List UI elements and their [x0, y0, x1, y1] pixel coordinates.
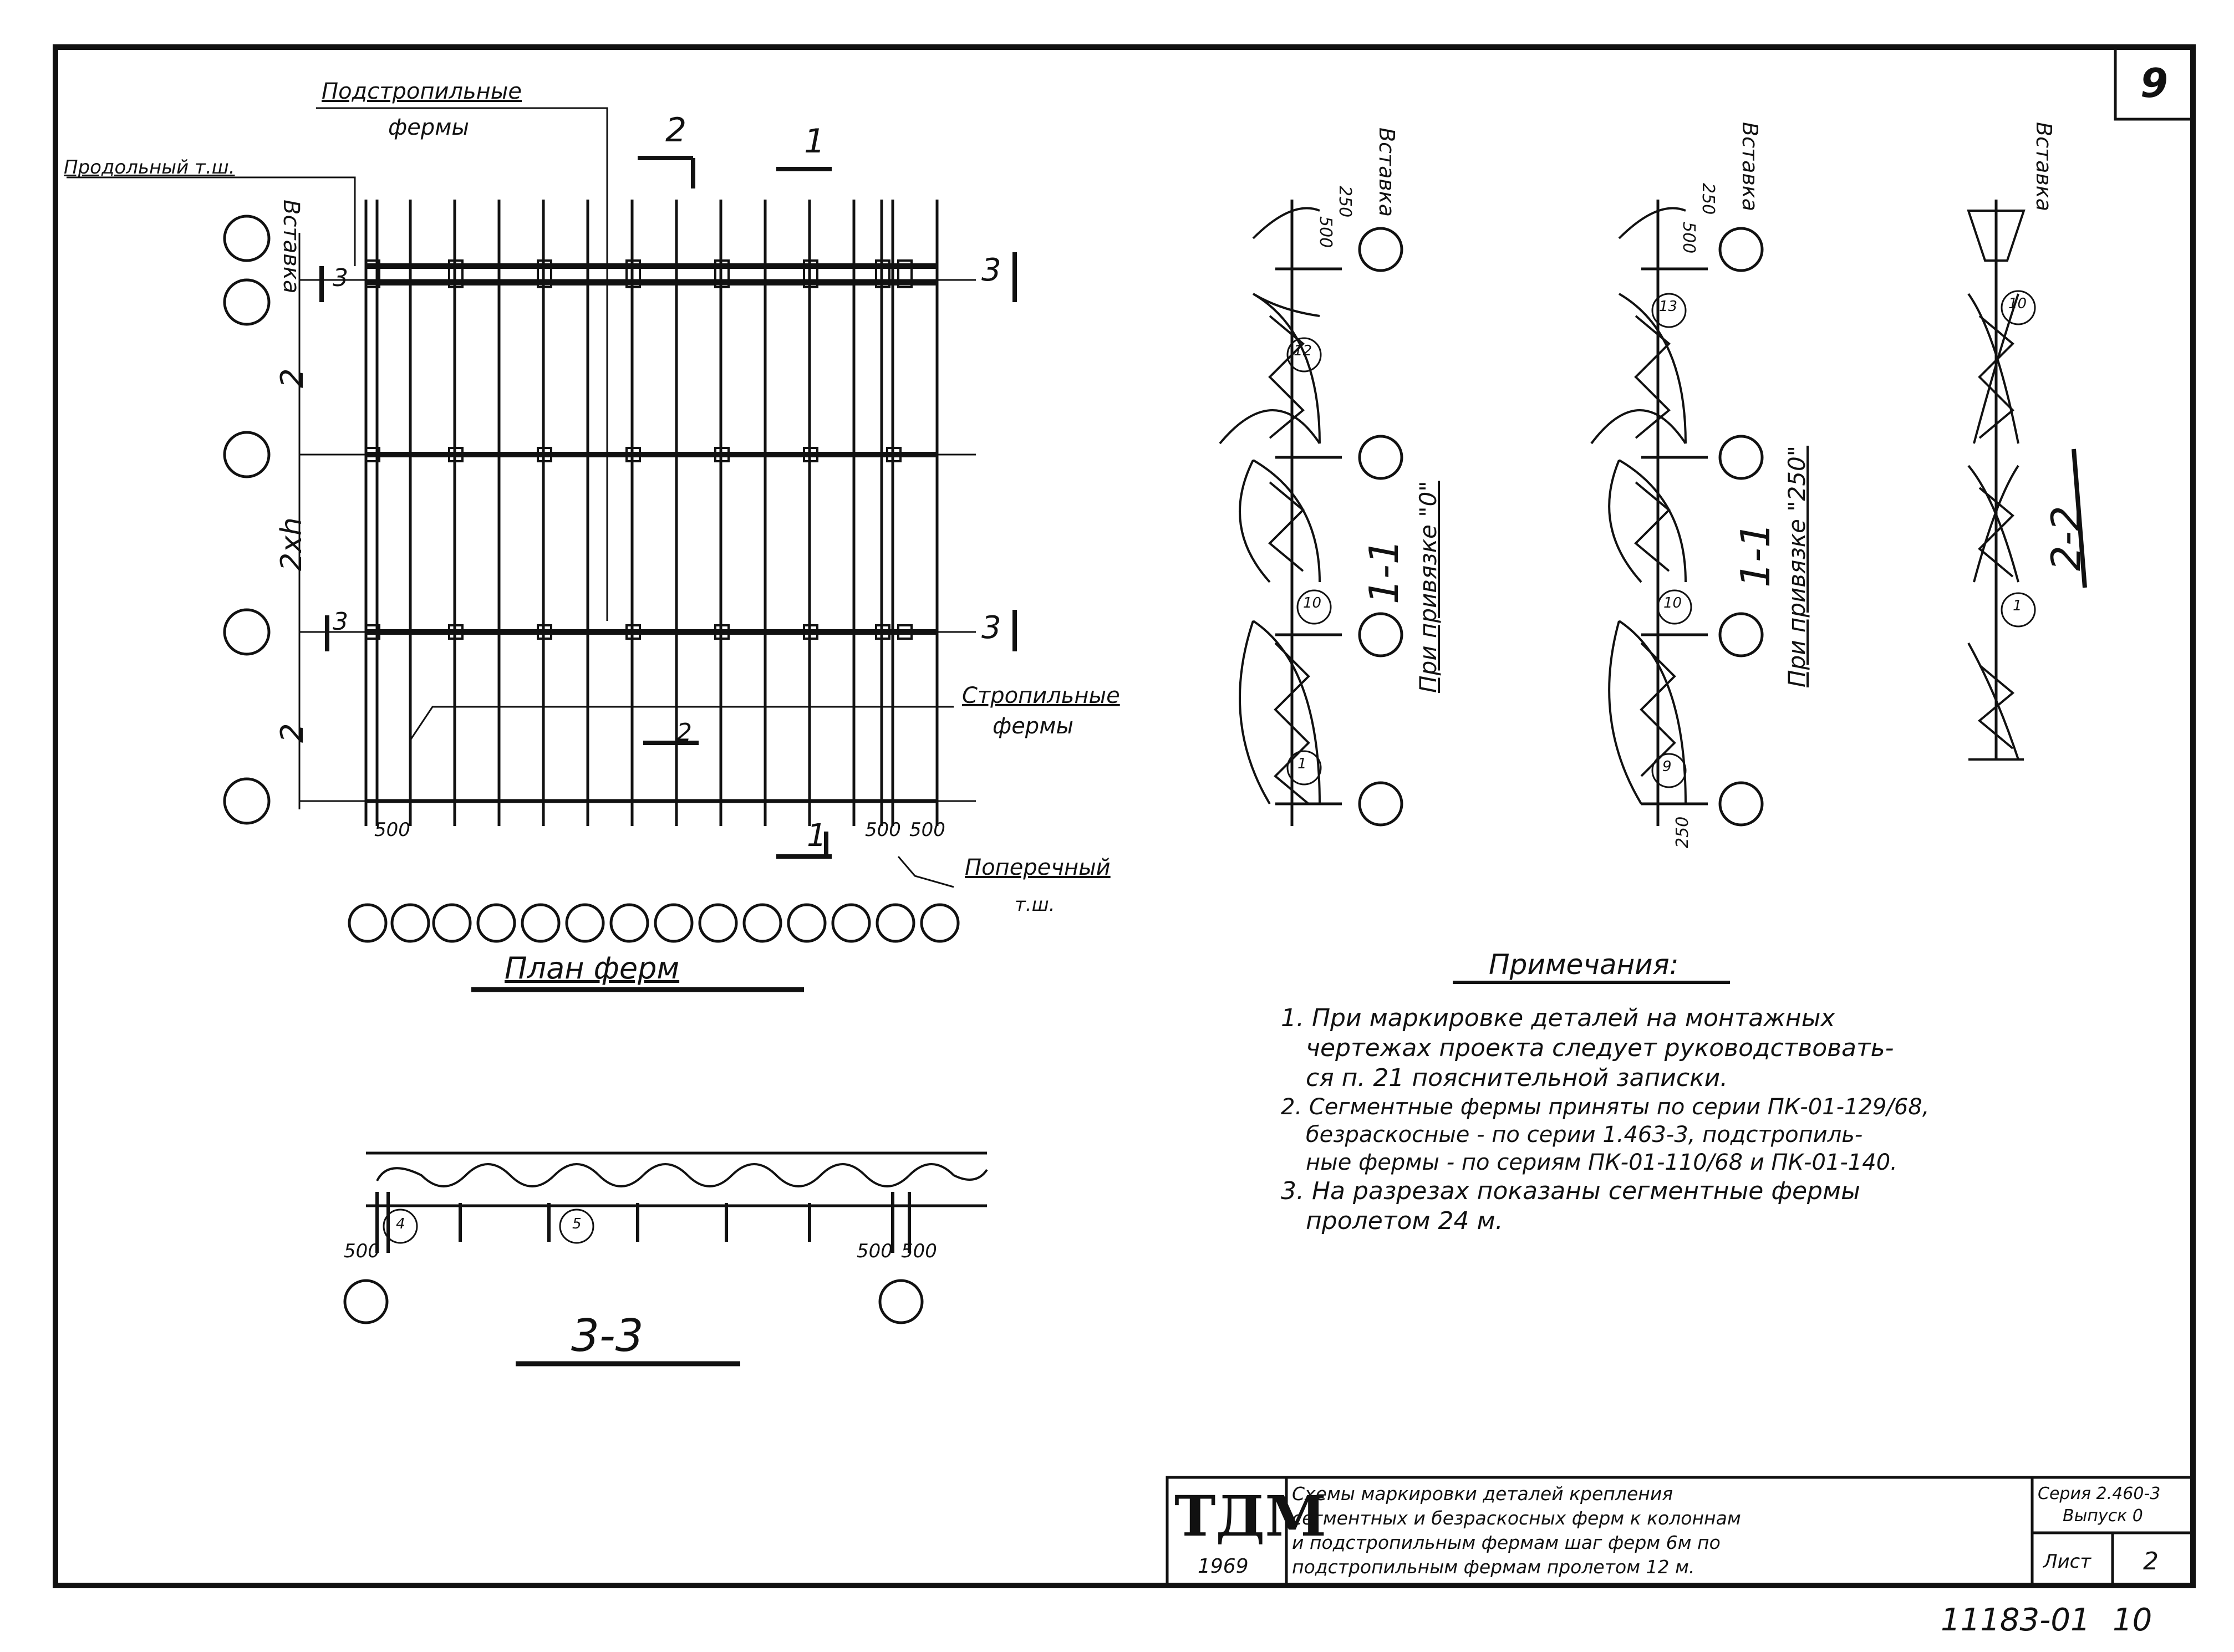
- title-block-sheet-label: Лист: [2043, 1551, 2091, 1573]
- title-block-frame: [1166, 1476, 2195, 1587]
- sec11b-mark-bot: 9: [1662, 758, 1672, 775]
- roof-truss-lines: [364, 200, 939, 826]
- sec11a-dim-500: 500: [1316, 216, 1335, 248]
- joint-markers: [365, 259, 913, 640]
- sec11b-subtitle: При привязке "250": [1783, 445, 1810, 687]
- sec33-dim-500-right-b: 500: [901, 1240, 937, 1262]
- dim-500-right-b: 500: [909, 819, 945, 841]
- label-prodolny: Продольный т.ш.: [64, 156, 235, 179]
- sec11b-dim-250: 250: [1698, 183, 1718, 215]
- notes-list: 1. При маркировке деталей на монтажных ч…: [1281, 1006, 1929, 1233]
- section-1-1-250: [1590, 200, 1764, 827]
- sec11b-dim-bot-250: 250: [1673, 816, 1692, 848]
- sec22-mark-mid: 1: [2013, 598, 2022, 614]
- label-span-top: 2: [274, 368, 311, 388]
- section-1-1-zero: [1219, 200, 1403, 827]
- notes-title: Примечания:: [1489, 949, 1679, 981]
- sheet-number-box: [2114, 45, 2195, 121]
- label-span-bot: 2: [274, 723, 311, 743]
- note-line-8: пролетом 24 м.: [1306, 1207, 1503, 1235]
- label-poperechny: Поперечный: [965, 855, 1111, 880]
- label-stropilnye-2: фермы: [993, 713, 1073, 739]
- desc-line-1: Схемы маркировки деталей крепления: [1292, 1483, 1673, 1505]
- label-poperechny-2: т.ш.: [1015, 894, 1055, 916]
- sec11a-title: 1-1: [1361, 539, 1407, 604]
- title-block-series: Серия 2.460-3: [2038, 1484, 2161, 1503]
- sec11a-dim-250: 250: [1335, 186, 1355, 218]
- sec22-title: 2-2: [2043, 506, 2089, 571]
- label-podstropilnye: Подстропильные: [322, 79, 522, 104]
- section-3-3: [343, 1151, 988, 1367]
- plan-columns-bottom: [348, 903, 960, 943]
- title-block-year: 1969: [1198, 1555, 1249, 1578]
- dim-500-left: 500: [374, 819, 410, 841]
- note-line-3: ся п. 21 пояснительной записки.: [1306, 1064, 1728, 1092]
- sec11b-mark-mid: 10: [1663, 595, 1682, 611]
- label-vstavka-plan: Вставка: [278, 200, 304, 294]
- sec11a-mark-mid: 10: [1303, 595, 1322, 611]
- bottom-page: 10: [2113, 1602, 2152, 1638]
- cut-3-label-top-left: 3: [333, 264, 348, 292]
- sec11a-mark-bot: 1: [1297, 756, 1307, 772]
- sheet-frame: [53, 44, 2196, 1588]
- label-podstropilnye-2: фермы: [388, 115, 469, 140]
- title-block-logo: ТДМ: [1174, 1483, 1327, 1549]
- sec33-dim-500-left: 500: [344, 1240, 380, 1262]
- desc-line-3: и подстропильным фермам шаг ферм 6м по: [1292, 1532, 1721, 1553]
- sheet-number: 9: [2140, 60, 2168, 106]
- sec22-mark-top: 10: [2008, 295, 2027, 312]
- sec33-dim-500-right-a: 500: [857, 1240, 893, 1262]
- dim-500-right-a: 500: [865, 819, 901, 841]
- note-line-6: ные фермы - по сериям ПК-01-110/68 и ПК-…: [1306, 1150, 1897, 1175]
- cut-1-label: 1: [804, 122, 826, 161]
- cut-3-label-top-right: 3: [981, 252, 1001, 288]
- desc-line-4: подстропильным фермам пролетом 12 м.: [1292, 1556, 1695, 1578]
- sec33-title: 3-3: [571, 1310, 644, 1362]
- note-line-5: безраскосные - по серии 1.463-3, подстро…: [1306, 1122, 1863, 1148]
- plan-title: План ферм: [505, 951, 680, 986]
- bottom-code: 11183-01: [1941, 1602, 2090, 1638]
- title-block-sheet-value: 2: [2143, 1547, 2159, 1575]
- note-line-1: 1. При маркировке деталей на монтажных: [1281, 1004, 1835, 1032]
- sec11b-vstavka: Вставка: [1738, 122, 1762, 212]
- plan-columns-left: [223, 215, 271, 825]
- sec11a-subtitle: При привязке "0": [1414, 481, 1442, 693]
- title-block-issue: Выпуск 0: [2063, 1506, 2143, 1526]
- cut-3-label-mid-left: 3: [333, 608, 348, 636]
- cut-2-label-bottom: 2: [676, 718, 692, 747]
- sec11b-mark-top: 13: [1659, 298, 1678, 315]
- note-line-2: чертежах проекта следует руководствовать…: [1306, 1034, 1894, 1062]
- sec11b-title: 1-1: [1732, 522, 1779, 588]
- cut-3-label-mid-right: 3: [981, 610, 1001, 646]
- label-stropilnye: Стропильные: [962, 683, 1120, 708]
- sec11a-mark-top: 12: [1294, 343, 1312, 359]
- sec33-mark-b: 5: [572, 1216, 582, 1232]
- label-span-mid: 2xh: [275, 517, 308, 571]
- truss-plan: [67, 107, 1017, 992]
- section-2-2: [1967, 200, 2087, 761]
- note-line-4: 2. Сегментные фермы приняты по серии ПК-…: [1281, 1094, 1930, 1120]
- cut-2-label: 2: [665, 111, 687, 150]
- cut-1-label-bottom: 1: [807, 818, 827, 854]
- sec11b-dim-500: 500: [1679, 222, 1698, 254]
- sec22-vstavka: Вставка: [2032, 122, 2056, 212]
- sec33-mark-a: 4: [396, 1216, 405, 1232]
- title-block-description: Схемы маркировки деталей крепления сегме…: [1292, 1485, 1741, 1576]
- sec11a-vstavka: Вставка: [1375, 128, 1399, 217]
- desc-line-2: сегментных и безраскосных ферм к колонна…: [1292, 1507, 1741, 1529]
- note-line-7: 3. На разрезах показаны сегментные фермы: [1281, 1177, 1860, 1205]
